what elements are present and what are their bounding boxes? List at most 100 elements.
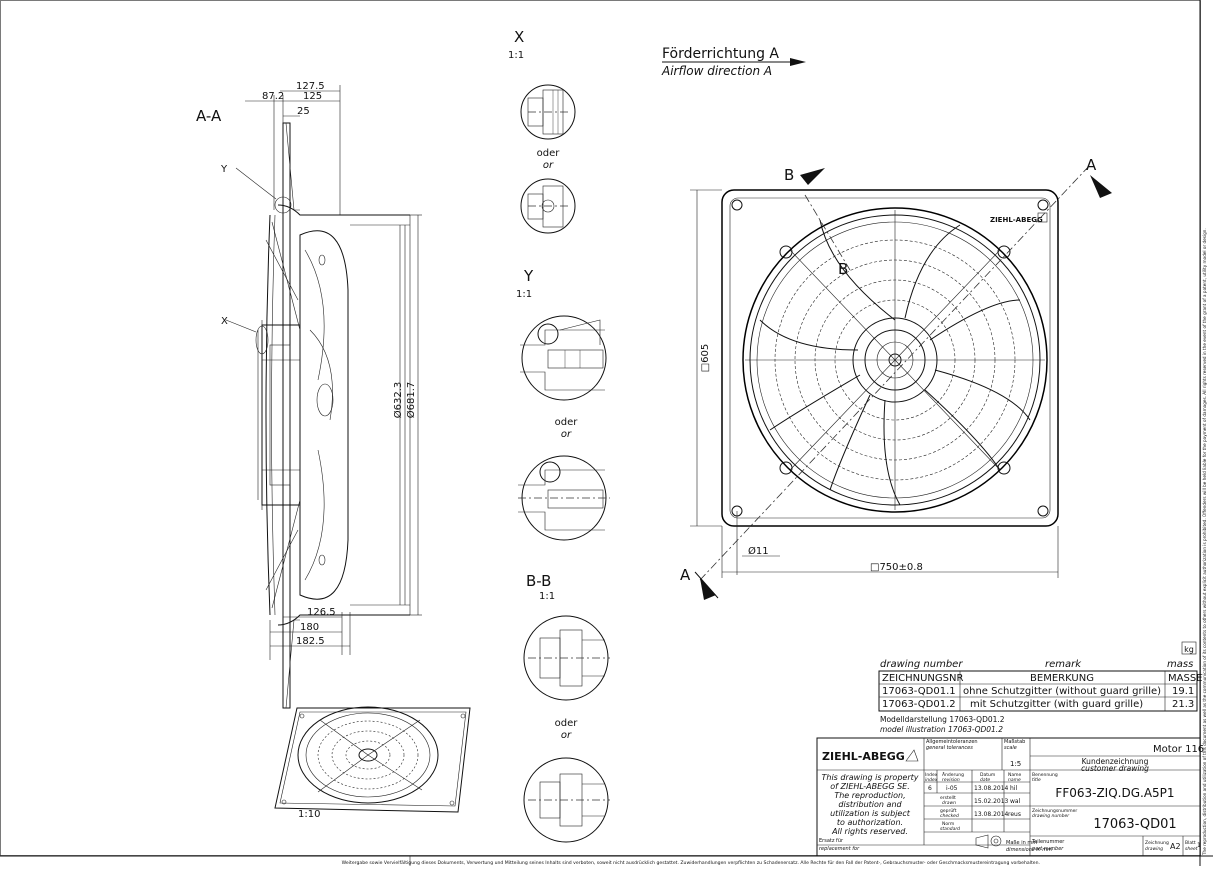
drawn-de: erstellt (940, 795, 956, 801)
row1-remark: ohne Schutzgitter (without guard grille) (963, 686, 1161, 697)
airflow-de: Förderrichtung A (662, 46, 779, 62)
drawn-en: drawn (942, 800, 956, 806)
sheet-de: Blatt (1185, 840, 1196, 846)
title-logo: ZIEHL-ABEGG (822, 750, 905, 763)
detail-y-oder: oder (555, 417, 579, 428)
section-mark-b-top: B (784, 166, 794, 184)
property-line-3: The reproduction, (834, 791, 905, 800)
side-notice: The reproduction, distribution and utili… (1202, 228, 1207, 856)
dim-126-5: 126.5 (307, 607, 336, 618)
format-value: A2 (1170, 842, 1181, 851)
checked-date: 13.08.2014 (974, 811, 1009, 818)
dim-182-5: 182.5 (296, 636, 325, 647)
model-illustration-en: model illustration 17063-QD01.2 (880, 725, 1003, 734)
drawing-number: 17063-QD01 (1093, 817, 1176, 832)
dim-25: 25 (297, 106, 310, 117)
rev-name: hil (1010, 785, 1017, 792)
drawn-date: 15.02.2013 (974, 798, 1009, 805)
tolerances-de: Allgemeintoleranzen (926, 739, 978, 745)
model-illustration-de: Modelldarstellung 17063-QD01.2 (880, 715, 1005, 724)
dim-dia-632: Ø632.3 (392, 382, 404, 419)
row1-number: 17063-QD01.1 (882, 686, 956, 697)
drawing-no-de: Zeichnungsnummer (1032, 808, 1077, 814)
section-bb-views: B-B 1:1 oder or (523, 572, 610, 843)
dim-87-2: 87.2 (262, 91, 284, 102)
rev-index: 6 (928, 785, 932, 792)
date-label: Datum (980, 772, 995, 778)
sheet-en: sheet (1185, 846, 1198, 852)
detail-x-views: X 1:1 oder or (508, 28, 576, 234)
title-block: ZIEHL-ABEGG Allgemeintoleranzen general … (816, 737, 1204, 857)
section-aa-view: A-A 127.5 87.2 125 25 (196, 81, 422, 709)
kg-icon (1181, 641, 1197, 655)
format-de: Zeichnung (1145, 840, 1169, 846)
change-label-en: revision (942, 777, 960, 783)
plate-logo: ZIEHL-ABEGG (990, 216, 1043, 224)
detail-y-scale: 1:1 (516, 289, 532, 300)
section-mark-a-bottom: A (680, 566, 691, 584)
sheet-value: 1 (1197, 842, 1201, 849)
format-en: drawing (1145, 846, 1163, 852)
replacement-de: Ersatz für (819, 838, 844, 844)
callout-x: X (221, 316, 228, 327)
scale-de: Maßstab (1004, 739, 1025, 745)
callout-y: Y (220, 164, 228, 175)
property-line-2: of ZIEHL-ABEGG SE. (830, 782, 910, 791)
detail-x-oder: oder (537, 148, 561, 159)
property-line-4: distribution and (838, 800, 902, 809)
airflow-direction: Förderrichtung A Airflow direction A (661, 46, 806, 78)
designation-de: Benennung (1032, 772, 1058, 778)
section-bb-or: or (561, 730, 572, 741)
designation: FF063-ZIQ.DG.A5P1 (1055, 786, 1174, 800)
scale-value: 1:5 (1010, 760, 1021, 768)
standard-en: standard (940, 826, 960, 832)
name-label: Name (1008, 772, 1022, 778)
checked-en: checked (940, 813, 959, 819)
dim-125: 125 (303, 91, 322, 102)
parts-table: kg drawing number remark mass ZEICHNUNGS… (878, 641, 1202, 734)
detail-x-or: or (543, 160, 554, 171)
hdr-remark: remark (1045, 659, 1082, 670)
section-bb-oder: oder (555, 718, 579, 729)
rev-change: i-05 (946, 785, 958, 792)
section-mark-a-top: A (1086, 156, 1097, 174)
dim-sq-605: □605 (700, 344, 711, 373)
index-label-en: index (925, 777, 938, 783)
section-bb-scale: 1:1 (539, 591, 555, 602)
property-line-5: utilization is subject (830, 809, 911, 818)
detail-y-label: Y (523, 267, 534, 285)
checked-de: geprüft (940, 808, 957, 814)
customer-de: Kundenzeichnung (1082, 757, 1149, 766)
index-label: Index (925, 772, 938, 778)
section-mark-b-inner: B (838, 260, 848, 278)
hdr-mass: mass (1167, 659, 1193, 670)
detail-x-label: X (514, 28, 524, 46)
designation-en: title (1032, 777, 1041, 783)
row2-number: 17063-QD01.2 (882, 699, 956, 710)
checked-name: reus (1008, 811, 1021, 818)
section-bb-label: B-B (526, 572, 551, 590)
replacement-en: replacement for (819, 846, 860, 852)
property-line-6: to authorization. (837, 818, 903, 827)
date-label-en: date (980, 777, 990, 783)
logo-icon (905, 749, 919, 762)
property-line-7: All rights reserved. (831, 827, 908, 836)
property-line-1: This drawing is property (822, 773, 919, 782)
dim-hole-11: Ø11 (748, 545, 769, 557)
isometric-view: 1:10 (274, 706, 471, 820)
hdr-drawing-number: drawing number (880, 659, 963, 670)
drawn-name: wal (1010, 798, 1021, 805)
standard-de: Norm (942, 821, 954, 827)
row2-mass: 21.3 (1172, 699, 1194, 710)
rev-date: 13.08.2014 (974, 785, 1009, 792)
dimensions-en: dimensions in mm (1006, 847, 1052, 853)
customer-en: customer drawing (1081, 764, 1149, 773)
dim-127-5: 127.5 (296, 81, 325, 92)
row2-remark: mit Schutzgitter (with guard grille) (970, 699, 1143, 710)
name-label-en: name (1008, 778, 1021, 783)
row1-mass: 19.1 (1172, 686, 1194, 697)
dim-sq-750: □750±0.8 (870, 562, 923, 573)
detail-y-views: Y 1:1 oder or (516, 267, 610, 541)
hdr-zeichnungsnr: ZEICHNUNGSNR (882, 673, 963, 684)
